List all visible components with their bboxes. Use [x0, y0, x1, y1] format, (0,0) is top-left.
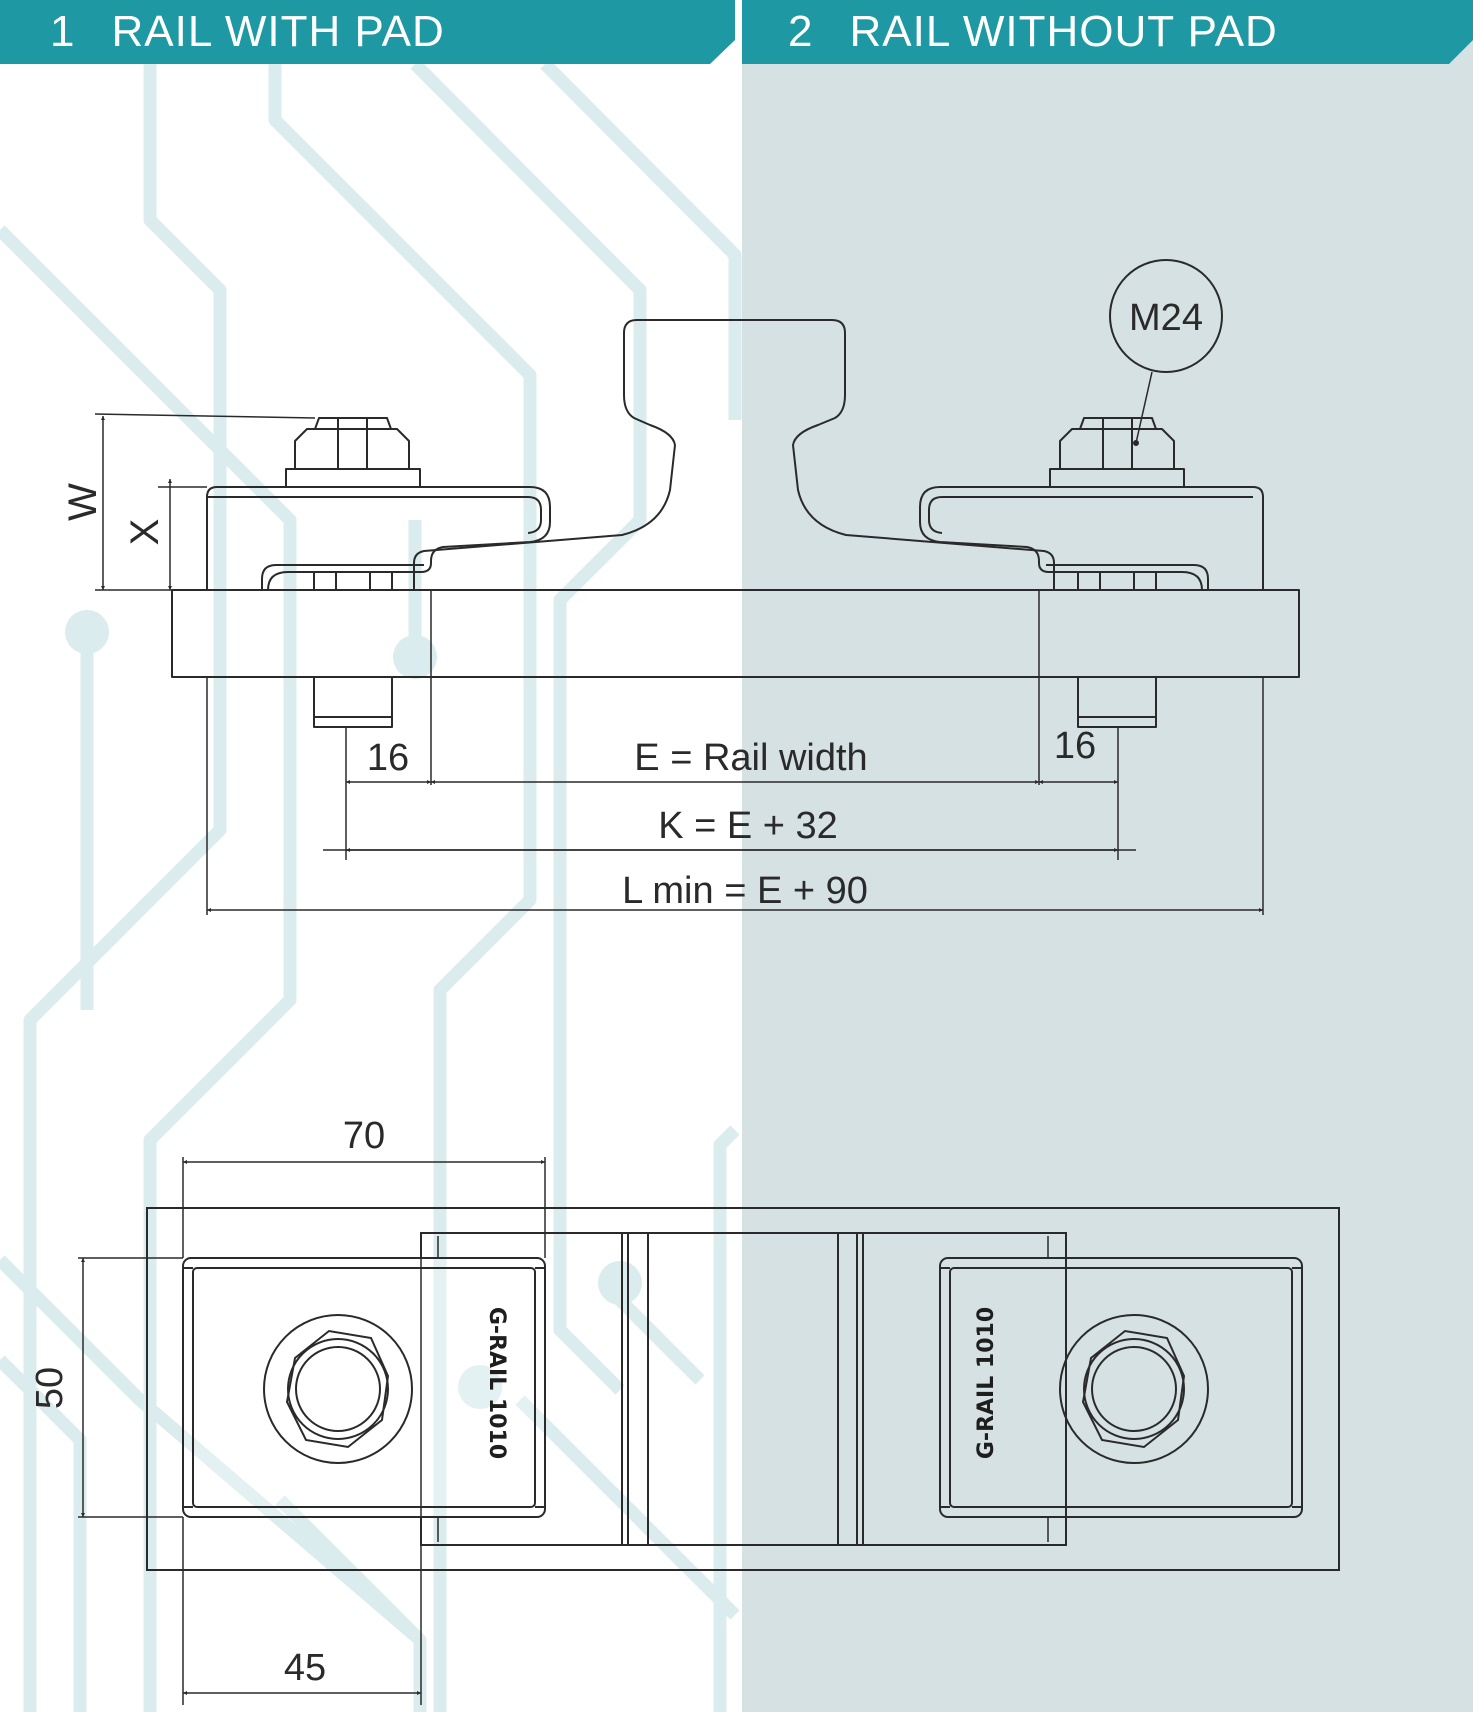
top-view-dimensions	[78, 1157, 546, 1705]
section-title-rail-with-pad: RAIL WITH PAD	[111, 7, 445, 56]
base-plate	[171, 589, 1300, 678]
bolt-size-label: M24	[1129, 297, 1203, 339]
width-dimensions	[206, 590, 1264, 915]
dim-right-16-label: 16	[1054, 725, 1096, 767]
circuit-node-dots	[65, 610, 642, 1409]
right-clip-marking: G-RAIL 1010	[974, 1307, 999, 1459]
banner-right-background	[742, 0, 1473, 64]
dim-e-label: E = Rail width	[634, 737, 867, 779]
section-title-rail-without-pad: RAIL WITHOUT PAD	[849, 7, 1278, 56]
dim-70-label: 70	[343, 1115, 385, 1157]
banner-left-background	[0, 0, 735, 64]
left-washer	[263, 1314, 413, 1464]
section-header-rail-without-pad: 2 RAIL WITHOUT PAD	[742, 0, 1473, 64]
side-view	[171, 319, 1300, 728]
dim-50-label: 50	[29, 1367, 71, 1409]
right-clip	[919, 486, 1264, 591]
rail-profile	[413, 319, 1055, 590]
right-panel-background	[742, 0, 1473, 1712]
top-rail-head-lines	[621, 1233, 864, 1545]
top-right-clip	[939, 1257, 1303, 1518]
m24-callout: M24	[1109, 259, 1223, 446]
top-rail-foot	[420, 1232, 1067, 1546]
right-hex-nut	[1081, 1329, 1186, 1449]
top-base-plate	[146, 1207, 1340, 1571]
right-bolt	[1049, 417, 1185, 728]
callout-circle	[1109, 259, 1223, 373]
left-clip	[206, 486, 551, 591]
left-hex-nut	[285, 1329, 390, 1449]
left-clip-marking: G-RAIL 1010	[484, 1307, 509, 1459]
height-dimensions	[94, 413, 316, 591]
dim-w-label: W	[61, 483, 105, 521]
top-view	[146, 1207, 1340, 1571]
top-left-clip	[182, 1257, 546, 1518]
dim-45-label: 45	[284, 1647, 326, 1689]
dim-x-label: X	[123, 519, 167, 546]
dim-k-label: K = E + 32	[658, 805, 838, 847]
section-header-rail-with-pad: 1 RAIL WITH PAD	[0, 0, 735, 64]
dim-left-16-label: 16	[367, 737, 409, 779]
dim-l-label: L min = E + 90	[622, 870, 868, 912]
left-bolt	[285, 417, 421, 728]
section-number-1: 1	[50, 7, 76, 56]
section-number-2: 2	[788, 7, 814, 56]
right-washer	[1059, 1314, 1209, 1464]
